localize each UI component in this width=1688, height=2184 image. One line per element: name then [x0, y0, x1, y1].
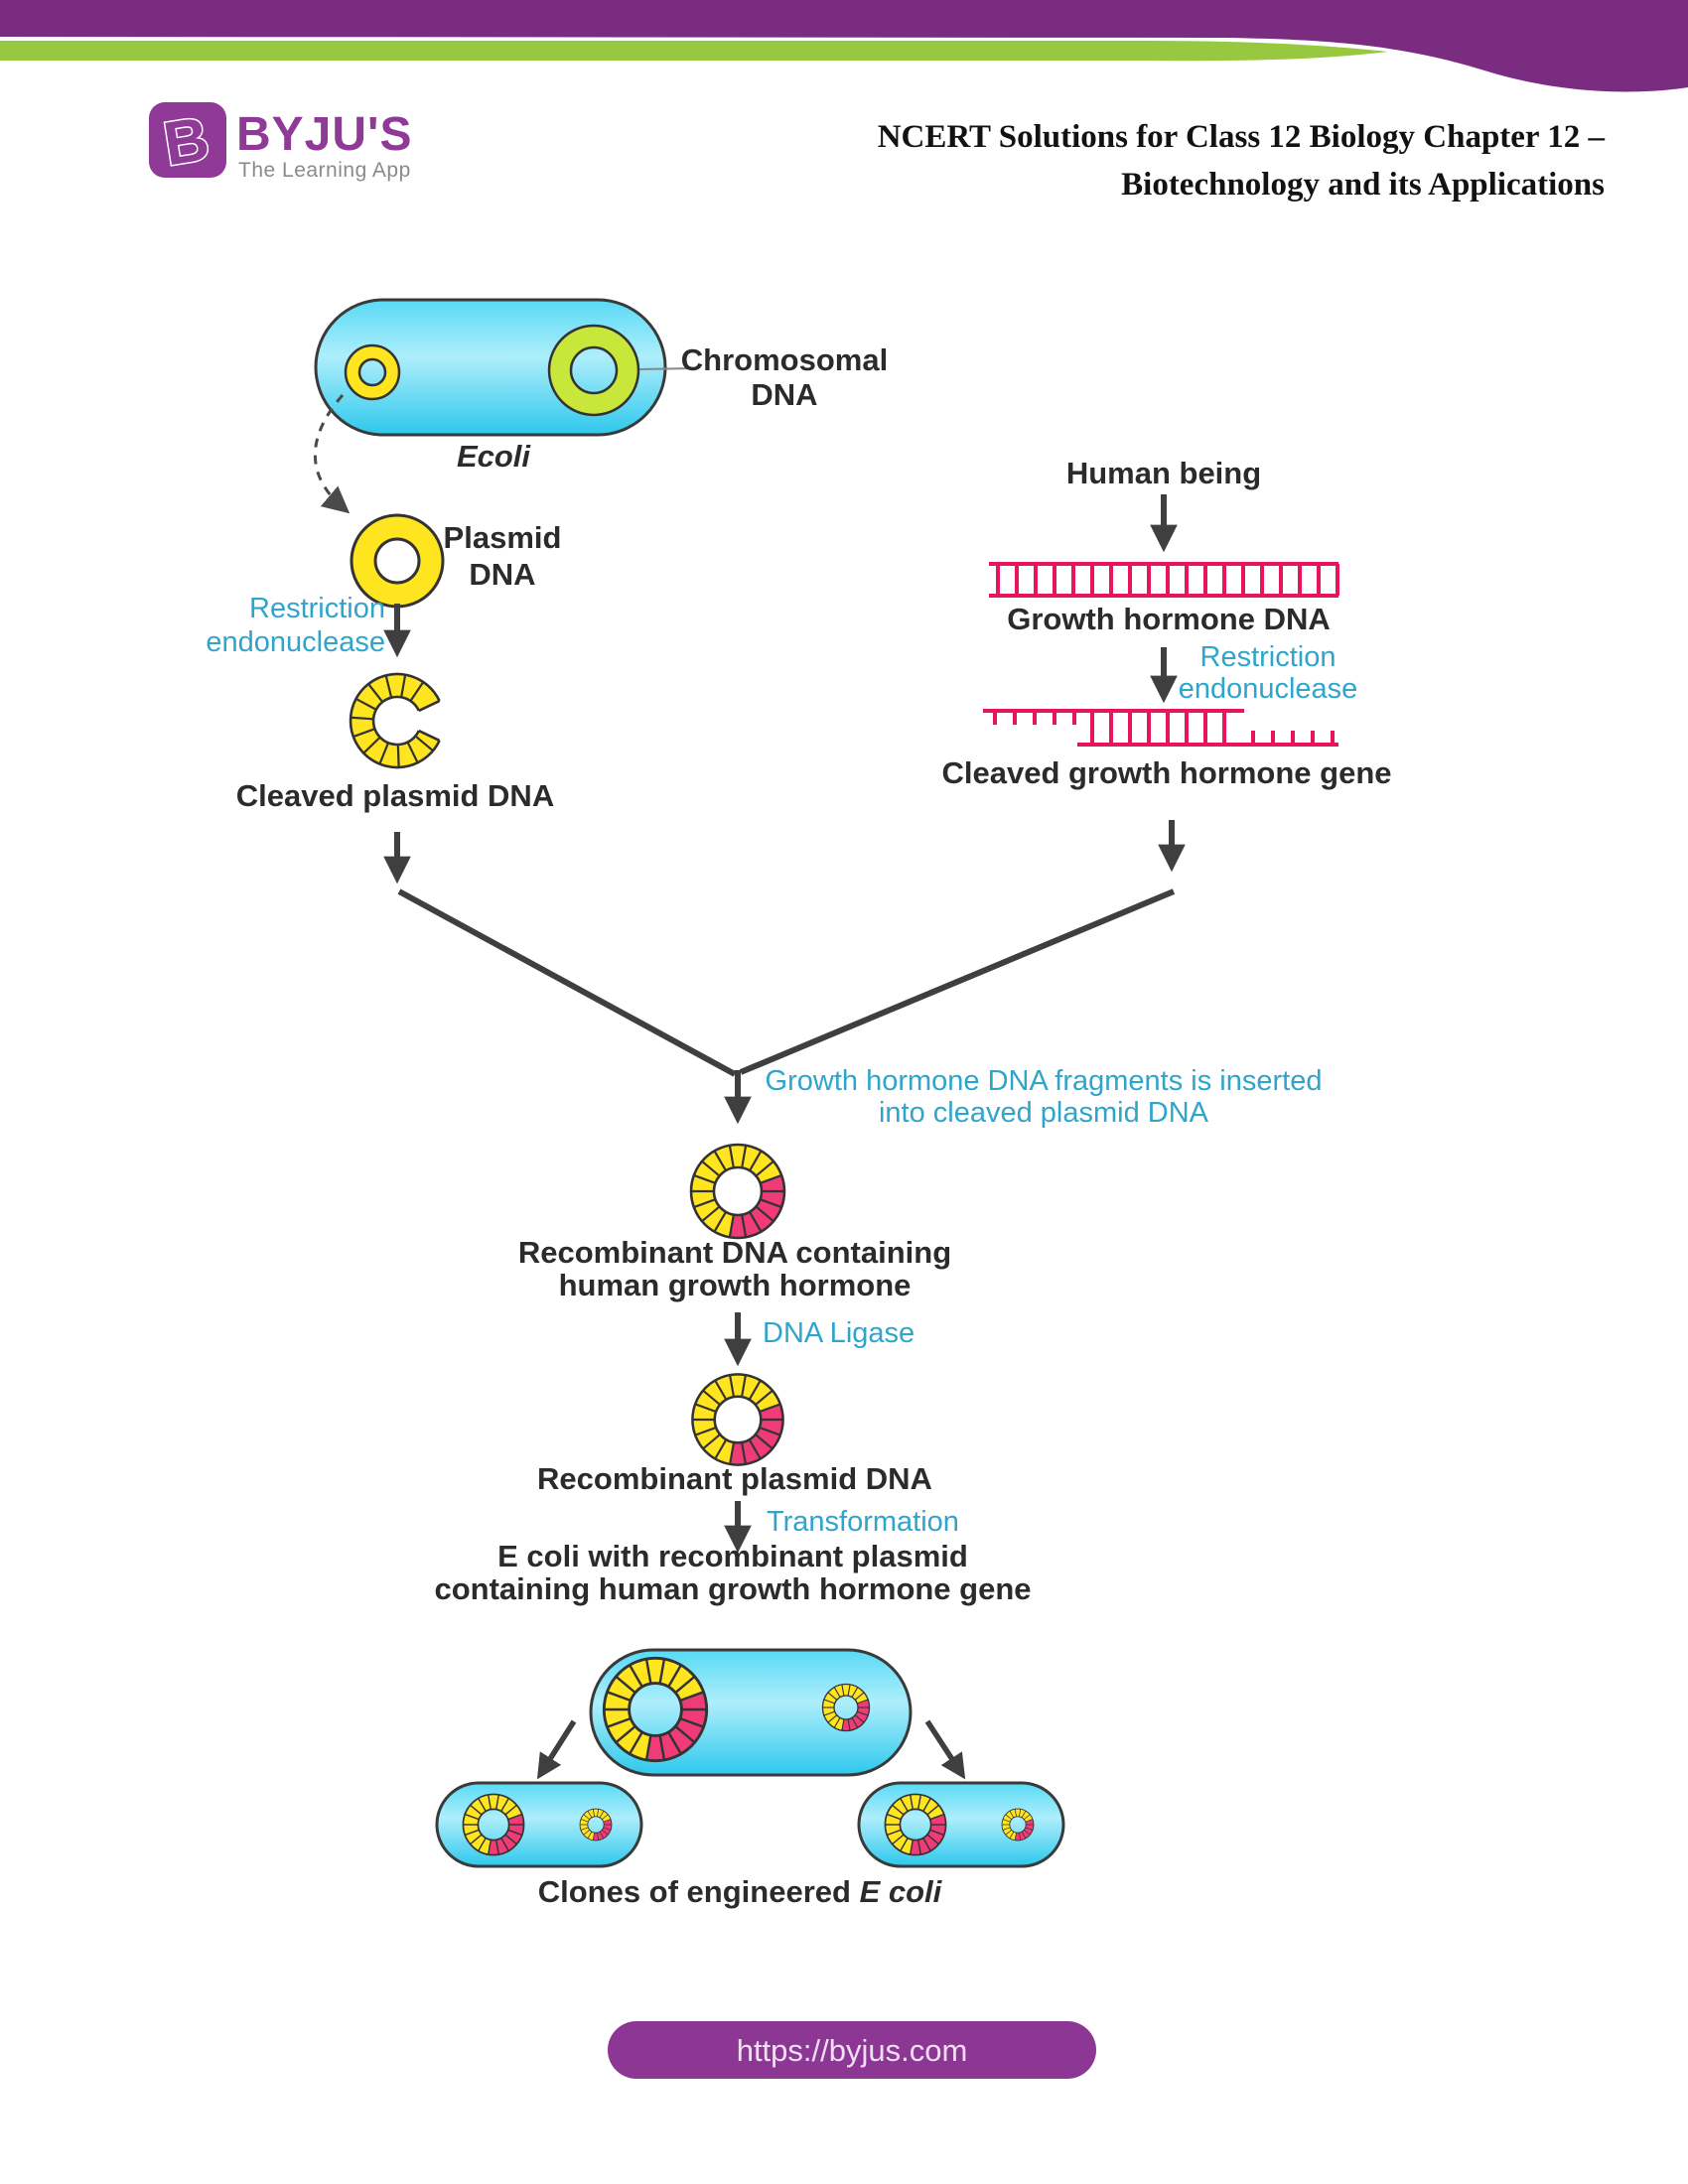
growth-hormone-dna-ladder — [989, 562, 1339, 598]
page-title: NCERT Solutions for Class 12 Biology Cha… — [878, 119, 1606, 203]
chromosomal-dna-pointer — [638, 367, 696, 370]
cleaved-gene-ladder — [983, 709, 1338, 747]
plasmid-in-ecoli — [344, 343, 401, 401]
plasmid-extraction-dashed-arrow — [313, 394, 351, 514]
byjus-logo: B BYJU'S The Learning App — [149, 102, 412, 182]
byjus-logo-icon — [149, 102, 226, 178]
header-purple-band — [0, 0, 1688, 92]
recombinant-plasmid-ring — [692, 1374, 782, 1464]
header-green-band — [0, 41, 1388, 62]
clone-ecoli-right — [859, 1783, 1063, 1866]
header-banner — [0, 0, 1688, 92]
footer-url-text[interactable]: https://byjus.com — [737, 2033, 968, 2068]
growth-hormone-dna-label: Growth hormone DNA — [1007, 602, 1331, 636]
restriction-endonuclease-left-line2: endonuclease — [206, 626, 385, 658]
recombinant-dna-ring — [691, 1145, 784, 1238]
page-title-line1: NCERT Solutions for Class 12 Biology Cha… — [878, 119, 1606, 155]
clones-label: Clones of engineered E coli — [538, 1874, 943, 1909]
chromosomal-dna-label-line2: DNA — [751, 377, 817, 412]
chromosomal-dna-label-line1: Chromosomal — [681, 342, 888, 377]
footer-url-pill[interactable]: https://byjus.com — [608, 2021, 1096, 2079]
dna-ligase-label: DNA Ligase — [763, 1317, 914, 1349]
ecoli-bacterium — [314, 298, 696, 437]
ecoli-label: Ecoli — [457, 439, 531, 474]
cleaved-plasmid-ring — [349, 672, 441, 769]
recombinant-plasmid-label: Recombinant plasmid DNA — [537, 1461, 932, 1496]
byjus-logo-b-icon: B — [159, 104, 213, 179]
recombinant-dna-label-line1: Recombinant DNA containing — [518, 1235, 951, 1270]
plasmid-dna-label-line1: Plasmid — [444, 520, 562, 555]
restriction-endonuclease-right-line1: Restriction — [1200, 641, 1336, 673]
insertion-note-line1: Growth hormone DNA fragments is inserted — [766, 1065, 1323, 1097]
byjus-tagline: The Learning App — [238, 159, 411, 182]
cleaved-plasmid-label: Cleaved plasmid DNA — [236, 778, 554, 813]
cleaved-gene-label: Cleaved growth hormone gene — [941, 755, 1391, 790]
transformed-ecoli-label-line2: containing human growth hormone gene — [434, 1571, 1031, 1606]
transformation-label: Transformation — [767, 1506, 959, 1538]
plasmid-dna-label-line2: DNA — [469, 557, 535, 592]
insertion-note-line2: into cleaved plasmid DNA — [879, 1097, 1209, 1129]
restriction-endonuclease-right-line2: endonuclease — [1179, 673, 1358, 705]
converging-arrows — [397, 888, 1176, 1125]
byjus-brand-name: BYJU'S — [236, 108, 412, 161]
restriction-endonuclease-left-line1: Restriction — [249, 593, 385, 624]
transformed-ecoli-bacterium — [589, 1650, 913, 1777]
arrow-clone-left — [536, 1719, 577, 1780]
transformed-ecoli-label-line1: E coli with recombinant plasmid — [497, 1539, 968, 1573]
recombinant-dna-label-line2: human growth hormone — [559, 1268, 912, 1302]
arrow-clone-right — [924, 1719, 966, 1780]
clone-ecoli-left — [437, 1783, 641, 1866]
chromosomal-dna-ring — [547, 324, 640, 417]
human-being-label: Human being — [1066, 456, 1261, 490]
page-title-line2: Biotechnology and its Applications — [1121, 167, 1605, 203]
